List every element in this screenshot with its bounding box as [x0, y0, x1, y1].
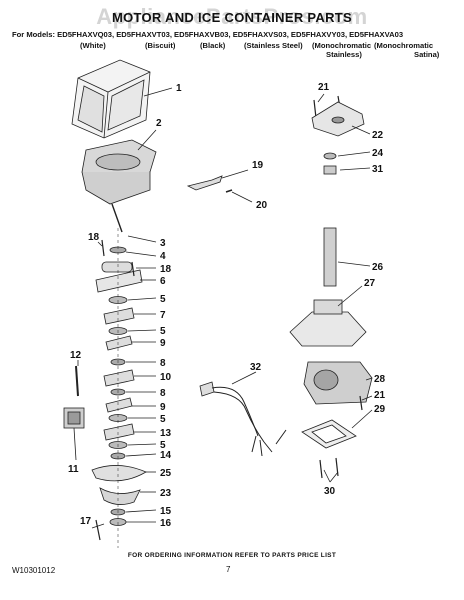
models-line: For Models: ED5FHAXVQ03, ED5FHAXVT03, ED…: [12, 30, 404, 39]
ice-container: [71, 59, 151, 139]
callout: 15: [160, 506, 172, 517]
callout: 18: [160, 264, 172, 275]
color-mono-satina: (Monochromatic: [374, 41, 434, 50]
callout: 20: [256, 200, 268, 211]
callout: 22: [372, 130, 384, 141]
callout: 28: [374, 374, 386, 385]
callout: 9: [160, 338, 166, 349]
callout: 27: [364, 278, 376, 289]
callout: 31: [372, 164, 384, 175]
callout: 23: [160, 488, 172, 499]
page-title: MOTOR AND ICE CONTAINER PARTS: [111, 10, 353, 25]
callout: 26: [372, 262, 384, 273]
color-stainless: (Stainless Steel): [244, 41, 303, 50]
auger-stack: [91, 228, 147, 548]
color-mono-stainless-2: Stainless): [326, 50, 362, 59]
page-number: 7: [226, 565, 231, 574]
callout: 2: [156, 118, 162, 129]
callout-numbers: 1 2 3 4 18 18 6 5 7 5 9 8 10 8 9 5 13 5 …: [68, 82, 386, 529]
callout: 5: [160, 326, 166, 337]
color-white: (White): [80, 41, 106, 50]
callout: 4: [160, 251, 166, 262]
callout: 24: [372, 148, 384, 159]
callout: 12: [70, 350, 82, 361]
color-black: (Black): [200, 41, 226, 50]
callout: 14: [160, 450, 172, 461]
callout: 3: [160, 238, 166, 249]
auger-housing: [81, 139, 157, 205]
callout: 7: [160, 310, 166, 321]
callout: 10: [160, 372, 172, 383]
color-mono-stainless: (Monochromatic: [312, 41, 372, 50]
callout: 21: [374, 390, 386, 401]
callout: 8: [160, 358, 166, 369]
callout: 29: [374, 404, 386, 415]
callout: 5: [160, 294, 166, 305]
callout: 18: [88, 232, 100, 243]
callout: 19: [252, 160, 264, 171]
callout: 1: [176, 83, 182, 94]
callout: 11: [68, 464, 79, 475]
callout: 6: [160, 276, 166, 287]
watermark: AppliancePartsPros.com: [96, 4, 368, 29]
callout: 17: [80, 516, 92, 527]
callout: 5: [160, 414, 166, 425]
callout: 5: [160, 440, 166, 451]
color-mono-satina-2: Satina): [414, 50, 440, 59]
callout: 16: [160, 518, 172, 529]
color-biscuit: (Biscuit): [145, 41, 176, 50]
callout: 21: [318, 82, 330, 93]
callout: 8: [160, 388, 166, 399]
callout: 13: [160, 428, 172, 439]
callout: 9: [160, 402, 166, 413]
ordering-info: FOR ORDERING INFORMATION REFER TO PARTS …: [127, 552, 337, 559]
document-number: W10301012: [12, 566, 56, 575]
callout: 32: [250, 362, 262, 373]
callout: 25: [160, 468, 172, 479]
callout: 30: [324, 486, 336, 497]
